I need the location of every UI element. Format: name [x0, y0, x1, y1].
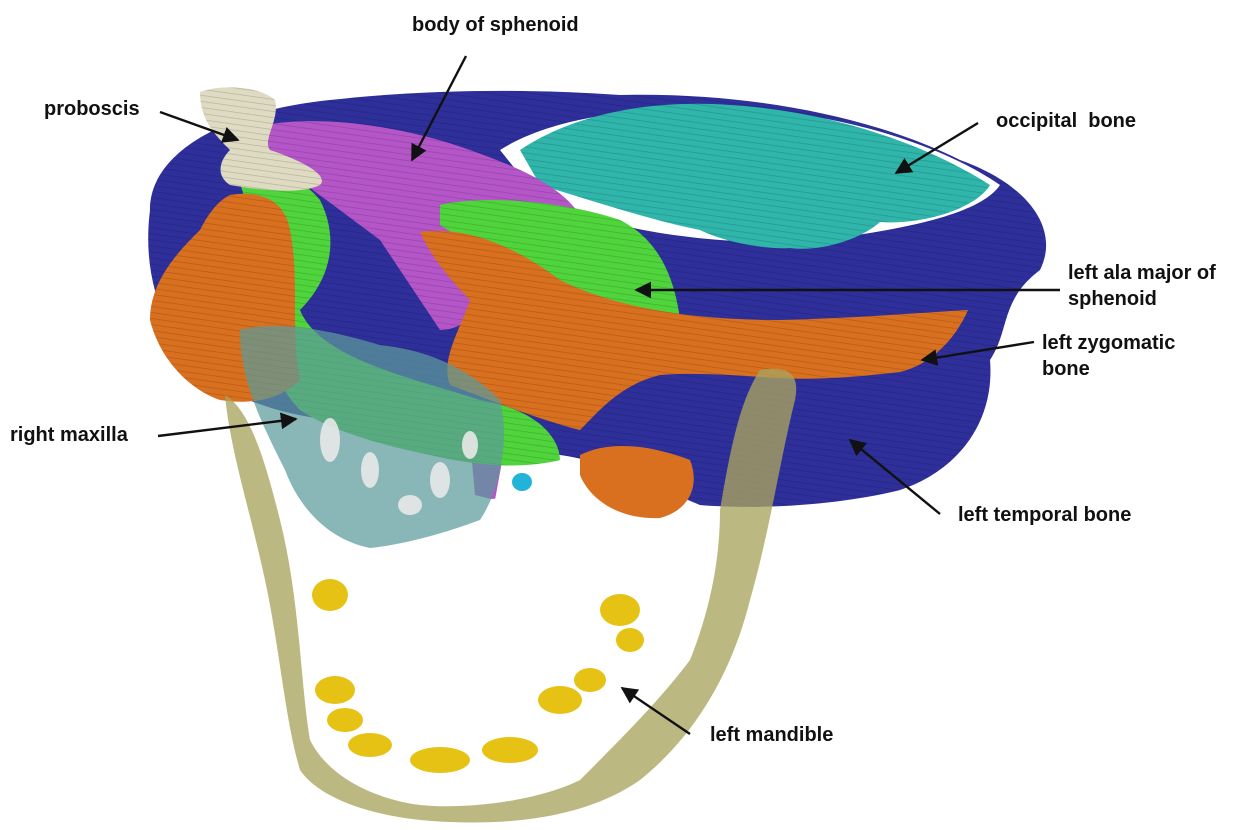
label-proboscis: proboscis [44, 96, 140, 122]
label-occipital-bone: occipital bone [996, 108, 1136, 134]
label-left-ala-major: left ala major of sphenoid [1068, 260, 1238, 312]
label-right-maxilla: right maxilla [10, 422, 128, 448]
label-body-of-sphenoid: body of sphenoid [412, 12, 579, 38]
label-left-temporal: left temporal bone [958, 502, 1131, 528]
label-left-mandible: left mandible [710, 722, 833, 748]
label-left-zygomatic: left zygomatic bone [1042, 330, 1222, 382]
